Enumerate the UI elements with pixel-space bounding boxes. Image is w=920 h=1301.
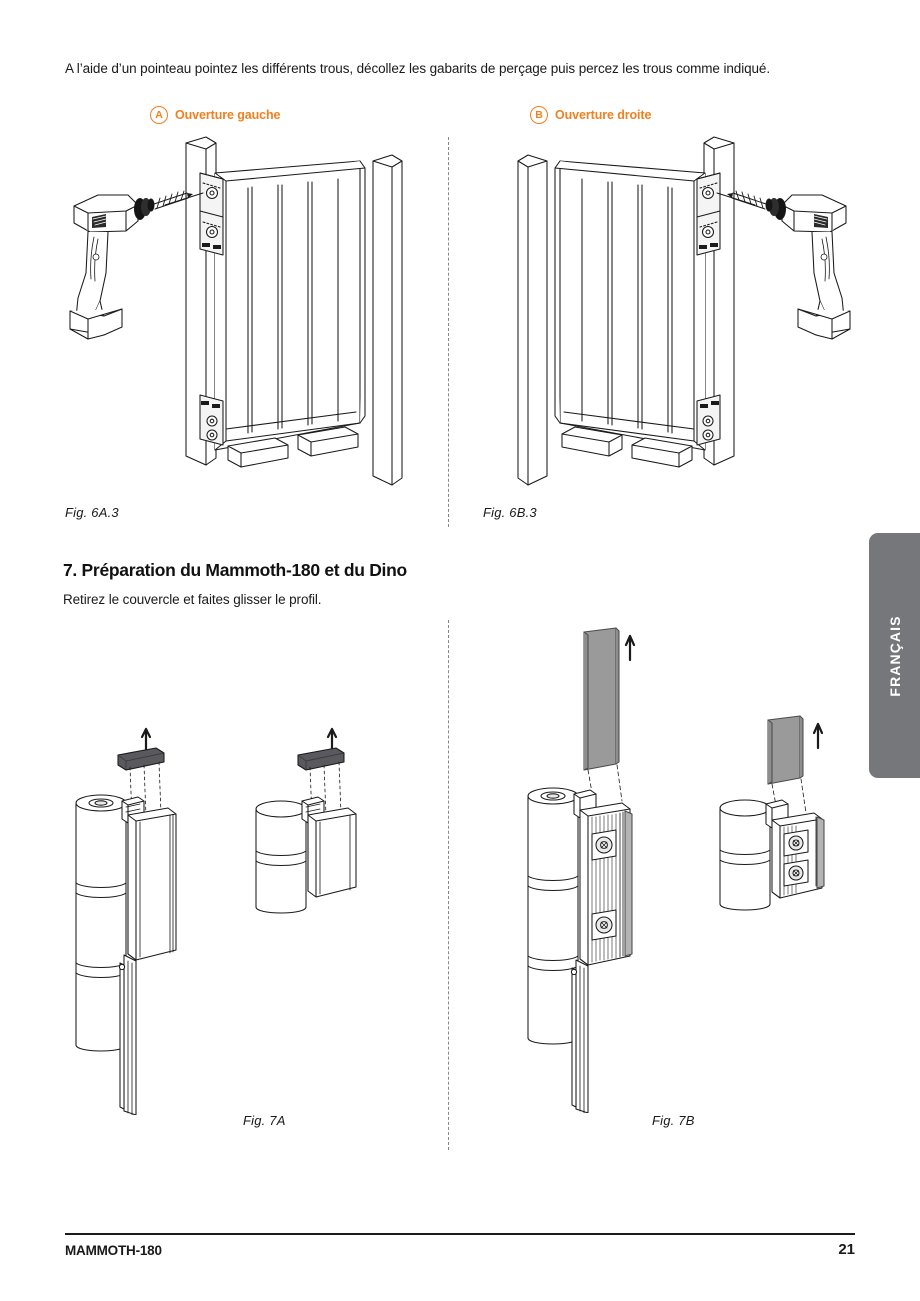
hinge-internal-mechanism	[771, 812, 825, 899]
hinge-barrel	[255, 800, 307, 914]
figure-caption-7a: Fig. 7A	[243, 1113, 286, 1128]
callout-label-a: Ouverture gauche	[175, 108, 281, 122]
hinge-body-profile	[127, 807, 177, 961]
intro-paragraph: A l’aide d’un pointeau pointez les diffé…	[65, 61, 770, 76]
drill-chuck	[765, 198, 786, 220]
mounting-rail	[119, 954, 137, 1115]
gate-base-blocks	[227, 426, 359, 468]
footer-page-number: 21	[838, 1241, 855, 1258]
adjustment-screw-upper	[783, 829, 809, 857]
figure-6b-illustration	[470, 133, 860, 498]
callout-label-b: Ouverture droite	[555, 108, 652, 122]
drill-bit	[727, 190, 767, 210]
hinge-barrel	[527, 787, 579, 1045]
language-tab-label: FRANÇAIS	[886, 614, 903, 697]
drill-bit	[153, 190, 193, 210]
cordless-drill-icon	[727, 190, 851, 340]
gate-post-right	[372, 154, 403, 486]
hinge-assembly-tall	[75, 727, 177, 1115]
figure-divider-top	[448, 137, 449, 527]
gate-slats	[247, 178, 339, 434]
cover-alignment-lines	[771, 778, 807, 817]
hinge-plate-lower	[696, 394, 721, 446]
hinge-assembly-short	[255, 727, 357, 914]
callout-letter-icon: A	[150, 106, 168, 124]
figure-divider-bottom	[448, 620, 449, 1150]
cordless-drill-icon	[69, 190, 193, 340]
adjustment-screw-lower	[591, 909, 617, 941]
hinge-cover-cap	[297, 747, 345, 771]
figure-7b-illustration	[470, 608, 860, 1113]
hinge-plate-lower	[199, 394, 224, 446]
language-tab: FRANÇAIS	[869, 533, 920, 778]
figure-caption-6b: Fig. 6B.3	[483, 505, 537, 520]
adjustment-screw-upper	[591, 829, 617, 861]
footer-product-name: MAMMOTH-180	[65, 1243, 162, 1258]
drill-chuck	[134, 198, 155, 220]
figure-caption-6a: Fig. 6A.3	[65, 505, 119, 520]
slide-off-cover-profile	[583, 627, 620, 771]
up-arrow-icon	[624, 634, 636, 662]
hinge-barrel	[719, 799, 771, 911]
hinge-assembly-short	[719, 715, 825, 911]
figure-caption-7b: Fig. 7B	[652, 1113, 695, 1128]
figure-6a-illustration	[60, 133, 445, 498]
gate-slats	[581, 178, 673, 434]
footer-divider	[65, 1233, 855, 1235]
mounting-rail	[571, 959, 589, 1113]
hinge-body-profile	[307, 807, 357, 898]
hinge-plate-upper	[696, 172, 721, 256]
hinge-plate-upper	[199, 172, 224, 256]
up-arrow-icon	[326, 727, 338, 751]
section-subtext: Retirez le couvercle et faites glisser l…	[63, 592, 322, 607]
figure-7a-illustration	[60, 715, 440, 1115]
hinge-cover-cap	[117, 747, 165, 771]
callout-badge-a: A Ouverture gauche	[150, 106, 280, 124]
slide-off-cover-profile	[767, 715, 804, 785]
hinge-assembly-tall	[527, 627, 636, 1113]
callout-badge-b: B Ouverture droite	[530, 106, 651, 124]
adjustment-screw-lower	[783, 859, 809, 887]
section-heading: 7. Préparation du Mammoth-180 et du Dino	[63, 560, 407, 580]
up-arrow-icon	[812, 722, 824, 750]
gate-leaf	[214, 160, 366, 451]
gate-post-right	[517, 154, 548, 486]
hinge-barrel	[75, 794, 127, 1052]
gate-base-blocks	[561, 426, 693, 468]
up-arrow-icon	[140, 727, 152, 751]
hinge-internal-mechanism	[579, 802, 633, 966]
callout-letter-icon: B	[530, 106, 548, 124]
gate-leaf	[554, 160, 706, 451]
